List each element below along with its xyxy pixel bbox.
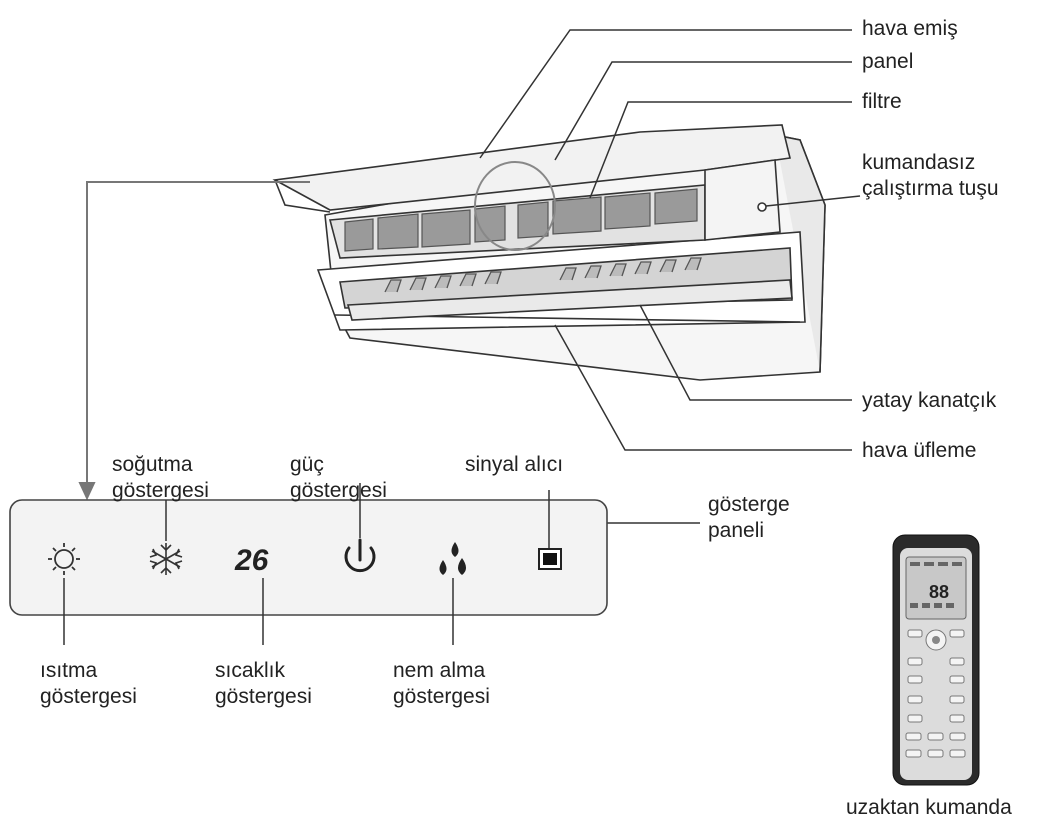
indoor-unit (272, 124, 826, 381)
panel-leader-lines (63, 483, 550, 645)
label-isitma-line2: göstergesi (40, 685, 137, 708)
temperature-display: 26 (234, 544, 269, 577)
display-panel: 26 (9, 499, 608, 616)
remote-control: 88 (892, 534, 980, 786)
label-guc-line2: göstergesi (290, 479, 387, 502)
label-sogutma: soğutma göstergesi (112, 452, 292, 504)
snowflake-icon (149, 543, 183, 575)
leader-lines (479, 29, 861, 524)
label-uzaktan-kumanda: uzaktan kumanda (846, 796, 1012, 819)
droplets-icon (439, 542, 466, 575)
label-sicaklik-line1: sıcaklık (215, 659, 286, 682)
signal-receiver-icon (538, 548, 562, 570)
display-arrow (78, 181, 310, 501)
label-yatay-kanatcik: yatay kanatçık (862, 389, 997, 412)
label-panel: panel (862, 50, 914, 73)
label-hava-ufleme: hava üfleme (862, 439, 977, 462)
label-kumandasiz-line1: kumandasız (862, 151, 976, 174)
label-sogutma-line2: göstergesi (112, 479, 209, 502)
label-sogutma-line1: soğutma (112, 453, 193, 476)
label-sicaklik: sıcaklık göstergesi (215, 658, 395, 710)
label-nem-line1: nem alma (393, 659, 486, 682)
label-gosterge-paneli: gösterge paneli (708, 492, 888, 544)
label-kumandasiz: kumandasız çalıştırma tuşu (862, 150, 1042, 202)
power-icon (344, 538, 376, 573)
label-isitma: ısıtma göstergesi (40, 658, 220, 710)
label-sinyal-alici: sinyal alıcı (465, 453, 564, 476)
label-hava-emis: hava emiş (862, 17, 958, 40)
label-isitma-line1: ısıtma (40, 659, 98, 682)
label-sicaklik-line2: göstergesi (215, 685, 312, 708)
label-guc-line1: güç (290, 453, 324, 476)
label-filtre: filtre (862, 90, 902, 113)
label-gosterge-line1: gösterge (708, 493, 790, 516)
label-nem-alma: nem alma göstergesi (393, 658, 573, 710)
label-guc: güç göstergesi (290, 452, 470, 504)
sun-icon (48, 543, 80, 575)
remote-readout: 88 (929, 582, 949, 602)
label-nem-line2: göstergesi (393, 685, 490, 708)
label-kumandasiz-line2: çalıştırma tuşu (862, 177, 999, 200)
label-gosterge-line2: paneli (708, 519, 765, 542)
